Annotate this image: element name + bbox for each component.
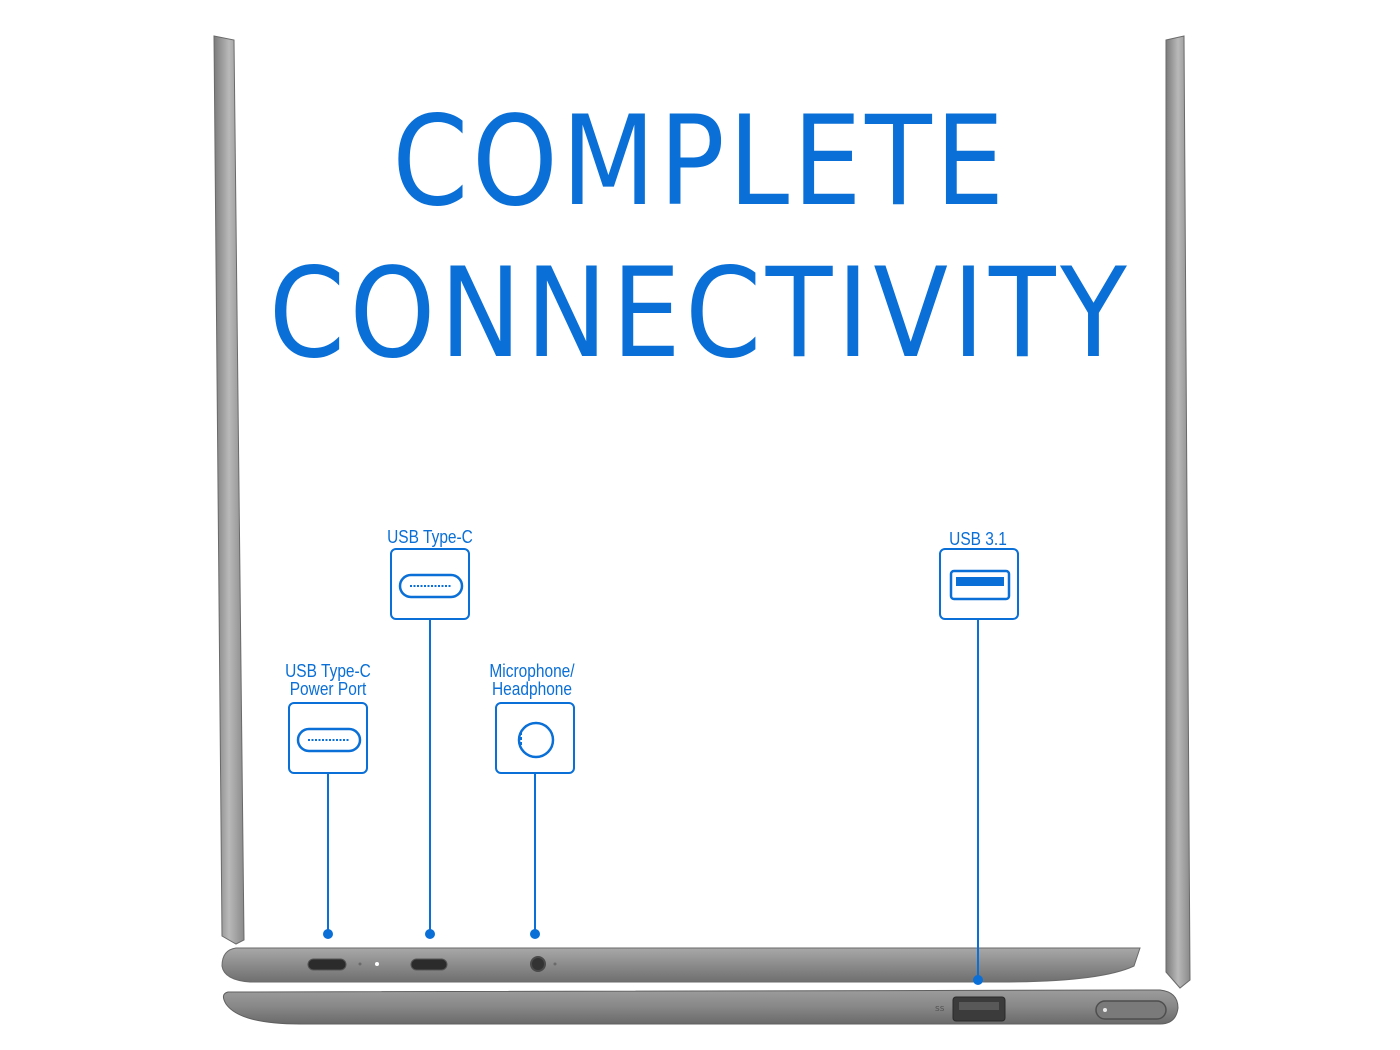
right-base (222, 989, 1179, 1025)
usb-c-power-port (307, 958, 347, 971)
right-lid (1165, 35, 1191, 989)
power-button (1095, 1000, 1167, 1020)
usb-a-callout (939, 548, 1019, 620)
audio-dot (530, 929, 540, 939)
status-led-dim (358, 962, 362, 966)
left-lid (213, 35, 245, 945)
usb-c-leader (429, 620, 431, 934)
usb-a-dot (973, 975, 983, 985)
usb-c-icon (398, 573, 464, 599)
svg-text:ss: ss (935, 1004, 945, 1014)
usb-c-port (410, 958, 448, 971)
usb-c-icon (296, 727, 362, 753)
headline-line-1: COMPLETE (392, 90, 1008, 234)
usb-c-power-leader (327, 774, 329, 934)
usb-c-power-label: USB Type-C Power Port (285, 661, 371, 699)
audio-leader (534, 774, 536, 934)
audio-callout (495, 702, 575, 774)
audio-jack-port (530, 956, 546, 972)
audio-label: Microphone/ Headphone (489, 661, 575, 699)
headline-line-2: CONNECTIVITY (268, 242, 1132, 386)
usb-a-label: USB 3.1 (949, 529, 1007, 549)
usb-c-dot (425, 929, 435, 939)
usb-c-power-callout (288, 702, 368, 774)
usb-c-label: USB Type-C (387, 527, 473, 547)
status-led (375, 962, 379, 966)
usb-c-power-dot (323, 929, 333, 939)
left-base (221, 947, 1141, 983)
usb-c-callout (390, 548, 470, 620)
audio-jack-icon (517, 721, 555, 759)
usb-a-icon (949, 569, 1011, 601)
usb-a-leader (977, 620, 979, 980)
